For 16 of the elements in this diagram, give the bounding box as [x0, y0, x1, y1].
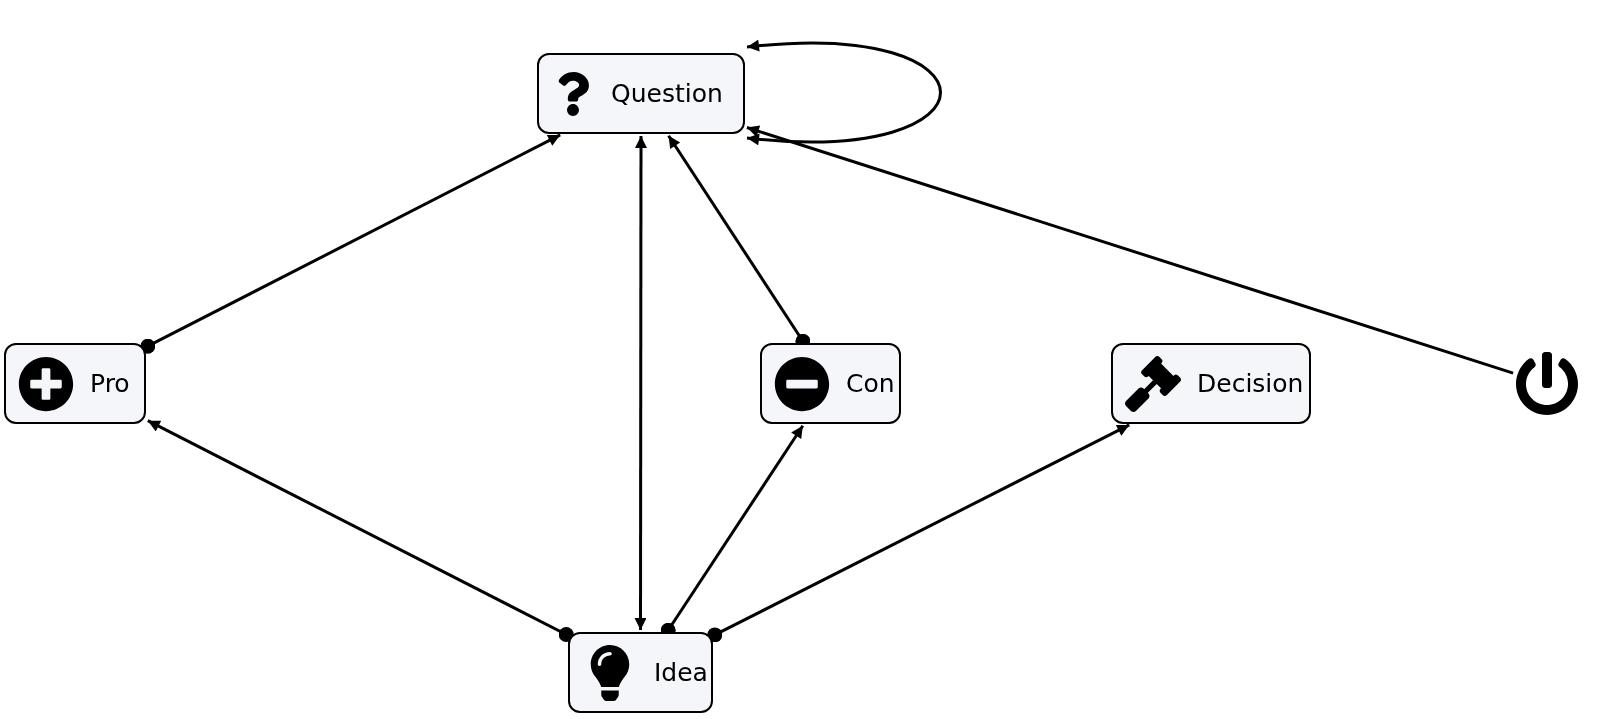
node-box [537, 53, 745, 134]
node-label: Question [611, 77, 723, 110]
arrow [147, 419, 574, 642]
node-label: Con [846, 367, 895, 400]
node-box [4, 343, 146, 424]
node-label: Idea [654, 656, 708, 689]
arrow [707, 423, 1130, 643]
arrow [746, 40, 942, 145]
node-box [760, 343, 901, 424]
node-label: Pro [90, 367, 130, 400]
node-box [1111, 343, 1311, 424]
arrow [140, 133, 561, 354]
node-label: Decision [1197, 367, 1304, 400]
arrow [746, 125, 1514, 375]
arrow [634, 136, 647, 630]
node-box [568, 632, 713, 713]
